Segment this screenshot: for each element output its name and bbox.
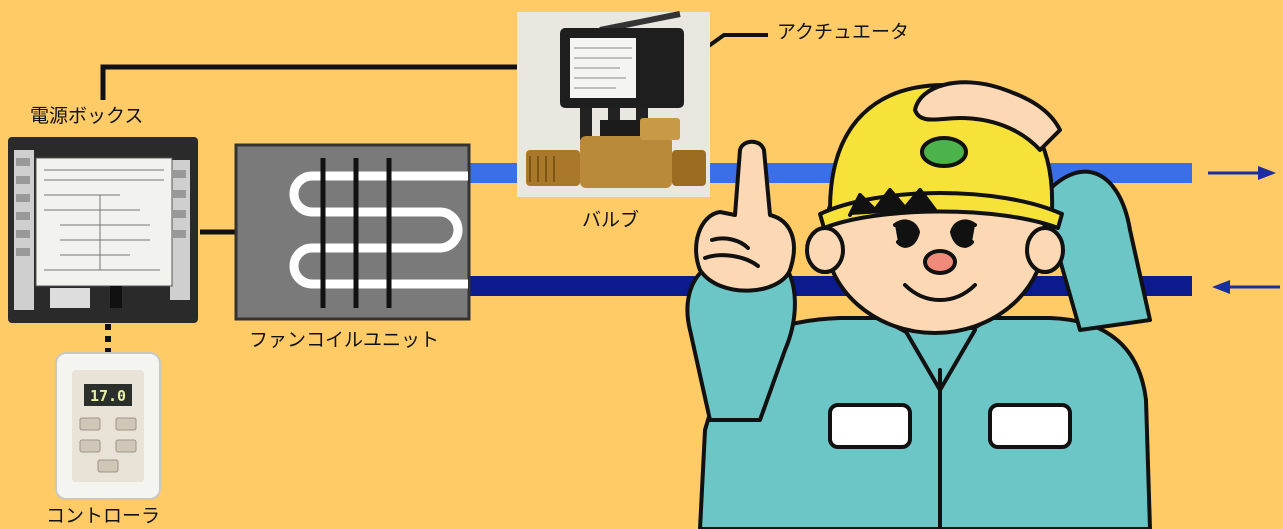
arrow-left-icon <box>1212 280 1280 294</box>
fan-coil-unit-label: ファンコイルユニット <box>249 329 440 351</box>
actuator-label: アクチュエータ <box>777 21 910 43</box>
power-wire-to-actuator <box>100 64 520 100</box>
valve-label: バルブ <box>582 209 640 231</box>
controller-label: コントローラ <box>46 505 161 527</box>
arrow-right-icon <box>1208 166 1276 180</box>
controller-display: 17.0 <box>90 387 126 405</box>
coil-icon <box>289 171 468 289</box>
power-box-label: 電源ボックス <box>30 105 144 127</box>
worker-with-helmet-icon <box>685 80 1152 529</box>
